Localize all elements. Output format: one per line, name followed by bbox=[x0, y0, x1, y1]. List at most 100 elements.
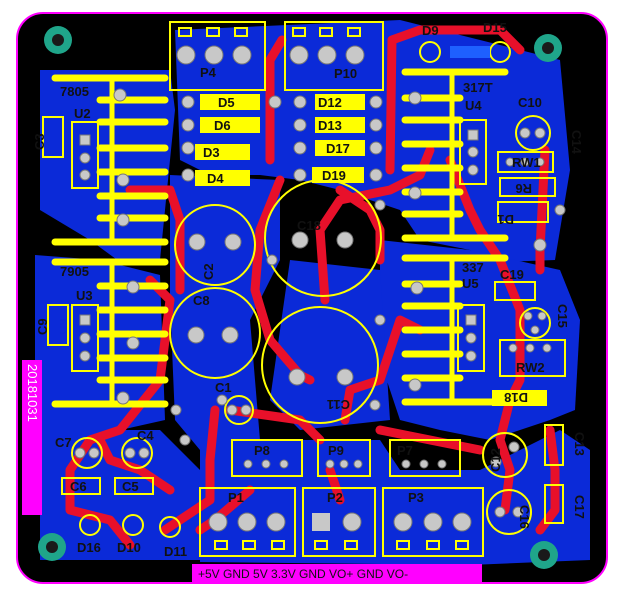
svg-text:D11: D11 bbox=[164, 544, 187, 559]
svg-text:P2: P2 bbox=[327, 490, 343, 505]
svg-text:C13: C13 bbox=[572, 432, 587, 456]
heatsink-right-top bbox=[401, 68, 509, 242]
svg-text:D5: D5 bbox=[218, 95, 235, 110]
capacitor-c16: C16 bbox=[486, 489, 532, 535]
capacitor-c7: C7 bbox=[55, 435, 103, 469]
potentiometer-rw2: RW2 bbox=[499, 339, 566, 377]
svg-text:C3: C3 bbox=[32, 133, 47, 150]
svg-text:C2: C2 bbox=[201, 263, 216, 280]
diode-d1: D1 bbox=[497, 201, 549, 227]
svg-text:D10: D10 bbox=[117, 540, 141, 555]
capacitor-c10: C10 C14 bbox=[515, 95, 584, 155]
capacitor-c19: C19 bbox=[494, 267, 536, 301]
diode-d5: D5 bbox=[200, 94, 260, 110]
svg-text:D4: D4 bbox=[207, 171, 224, 186]
connector-p9: P9 bbox=[317, 439, 371, 477]
diode-d11: D11 bbox=[159, 516, 187, 559]
svg-text:D15: D15 bbox=[483, 20, 507, 35]
diode-d13: D13 bbox=[315, 117, 365, 133]
connector-p2: P2 bbox=[302, 487, 376, 557]
svg-text:337: 337 bbox=[462, 260, 484, 275]
svg-text:C17: C17 bbox=[572, 495, 587, 519]
regulator-u5: 337 U5 bbox=[457, 260, 485, 372]
capacitor-c3: C3 bbox=[32, 116, 64, 158]
heatsink-left-top bbox=[51, 74, 169, 246]
resistor-r6: R6 bbox=[499, 177, 556, 197]
vias bbox=[113, 88, 566, 446]
svg-text:U2: U2 bbox=[74, 106, 91, 121]
svg-text:R6: R6 bbox=[515, 181, 532, 196]
capacitor-c8: C8 bbox=[169, 287, 261, 379]
capacitor-c4: C4 bbox=[121, 428, 154, 469]
connector-p10: P10 bbox=[284, 21, 384, 91]
svg-text:C7: C7 bbox=[55, 435, 72, 450]
svg-text:7905: 7905 bbox=[60, 264, 89, 279]
svg-text:D19: D19 bbox=[322, 168, 346, 183]
capacitor-c12: C12 bbox=[482, 432, 528, 478]
svg-text:P8: P8 bbox=[254, 443, 270, 458]
svg-text:C9: C9 bbox=[35, 318, 50, 335]
svg-text:U5: U5 bbox=[462, 276, 479, 291]
svg-text:C11: C11 bbox=[327, 397, 350, 412]
diode-d12: D12 bbox=[315, 94, 365, 110]
capacitor-c11: C11 bbox=[261, 306, 379, 424]
svg-text:C10: C10 bbox=[518, 95, 542, 110]
svg-text:C5: C5 bbox=[122, 479, 139, 494]
diode-d16: D16 bbox=[77, 514, 101, 555]
capacitor-c2: C2 bbox=[174, 204, 256, 286]
regulator-u2: 7805 U2 bbox=[60, 84, 99, 189]
capacitor-c5: C5 bbox=[114, 477, 154, 495]
capacitor-c9: C9 bbox=[35, 304, 69, 346]
heatsink-left-bottom bbox=[51, 258, 169, 408]
svg-text:C18: C18 bbox=[297, 218, 321, 233]
svg-text:RW1: RW1 bbox=[512, 155, 541, 170]
svg-text:7805: 7805 bbox=[60, 84, 89, 99]
regulator-u3: 7905 U3 bbox=[60, 264, 99, 372]
svg-text:P9: P9 bbox=[328, 443, 344, 458]
svg-text:+5V GND 5V 3.3V GND VO+ GND: +5V GND 5V 3.3V GND VO+ GND VO- bbox=[198, 567, 408, 581]
diode-d4: D4 bbox=[195, 170, 250, 186]
capacitor-c15: C15 bbox=[519, 304, 570, 339]
capacitor-c17: C17 bbox=[544, 484, 587, 524]
connector-p1: P1 bbox=[199, 487, 296, 557]
diode-d18: D18 bbox=[492, 390, 547, 406]
diode-d3: D3 bbox=[195, 144, 250, 160]
svg-text:U4: U4 bbox=[465, 98, 482, 113]
svg-text:P1: P1 bbox=[228, 490, 244, 505]
svg-text:D6: D6 bbox=[214, 118, 231, 133]
svg-text:RW2: RW2 bbox=[516, 360, 545, 375]
mounting-holes bbox=[38, 26, 562, 569]
svg-text:C15: C15 bbox=[555, 304, 570, 328]
svg-text:D9: D9 bbox=[422, 23, 439, 38]
connector-p3: P3 bbox=[382, 487, 484, 557]
svg-text:D3: D3 bbox=[203, 145, 220, 160]
svg-text:D1: D1 bbox=[497, 212, 514, 227]
svg-text:C1: C1 bbox=[215, 380, 232, 395]
svg-text:C12: C12 bbox=[488, 448, 503, 472]
svg-text:D16: D16 bbox=[77, 540, 101, 555]
svg-text:C8: C8 bbox=[193, 293, 210, 308]
svg-text:P7: P7 bbox=[397, 443, 413, 458]
board-id-label: 20181031 bbox=[22, 360, 42, 515]
output-labels-strip: +5V GND 5V 3.3V GND VO+ GND VO- bbox=[192, 564, 482, 582]
potentiometer-rw1: RW1 bbox=[497, 151, 554, 173]
svg-text:20181031: 20181031 bbox=[25, 364, 40, 422]
svg-text:P4: P4 bbox=[200, 65, 217, 80]
svg-text:D13: D13 bbox=[318, 118, 342, 133]
svg-text:D17: D17 bbox=[326, 141, 350, 156]
svg-text:C14: C14 bbox=[569, 130, 584, 155]
diode-d19: D19 bbox=[312, 167, 364, 183]
connector-p7: P7 bbox=[389, 439, 461, 477]
diode-d9: D9 bbox=[419, 23, 441, 63]
svg-text:C4: C4 bbox=[137, 428, 154, 443]
connector-p8: P8 bbox=[231, 439, 303, 477]
diode-d6: D6 bbox=[200, 117, 260, 133]
diode-d15: D15 bbox=[450, 20, 511, 63]
svg-text:D18: D18 bbox=[504, 390, 528, 405]
connector-p4: P4 bbox=[169, 21, 266, 91]
svg-text:P10: P10 bbox=[334, 66, 357, 81]
capacitor-c13: C13 bbox=[544, 424, 587, 466]
capacitor-c6: C6 bbox=[61, 477, 101, 495]
capacitor-c1: C1 bbox=[215, 380, 254, 425]
